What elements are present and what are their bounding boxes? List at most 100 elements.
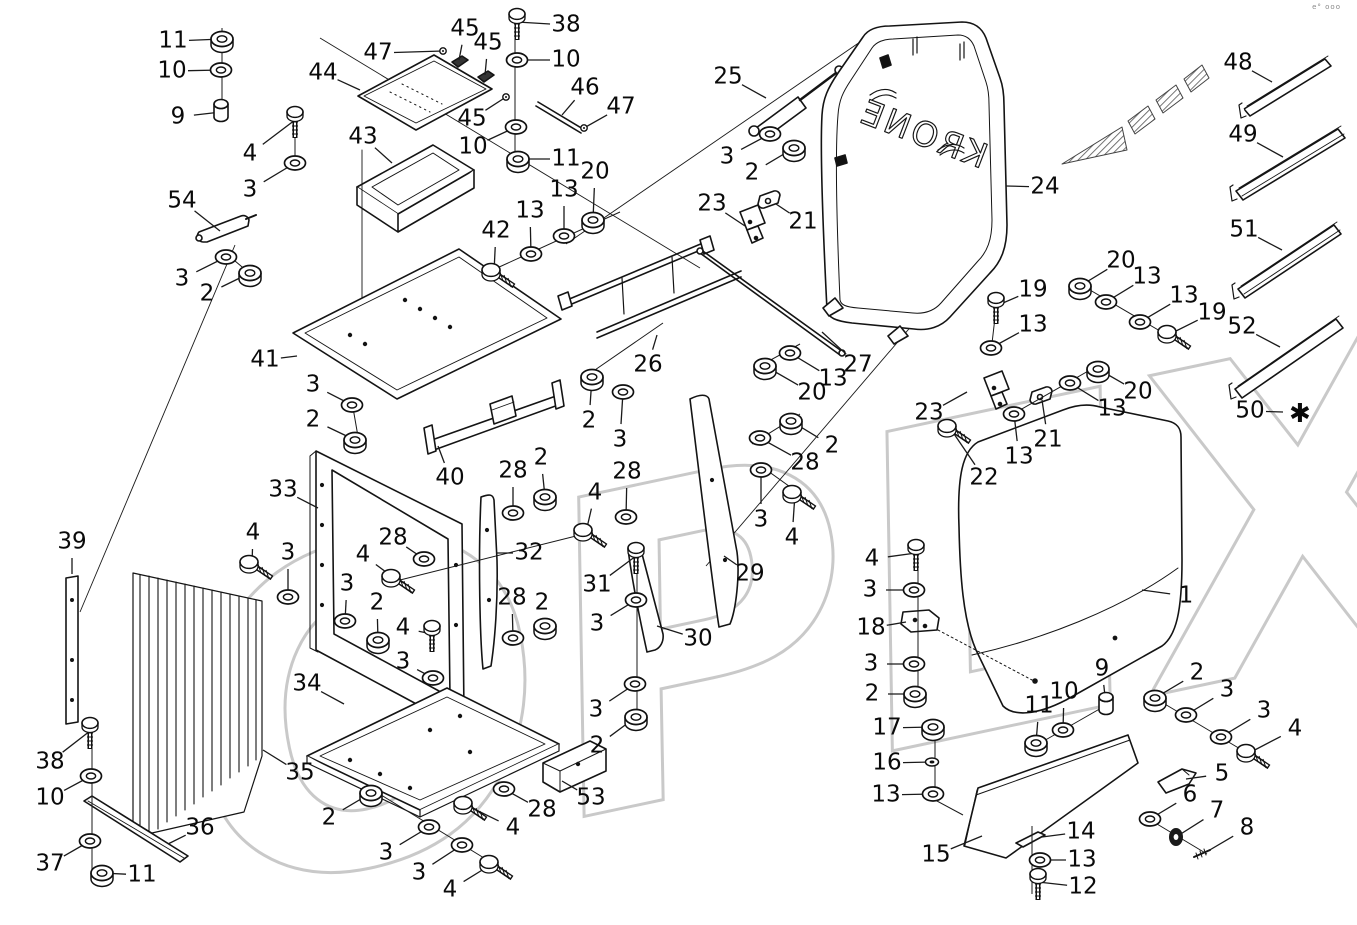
leader-line: [458, 44, 463, 61]
leader-line: [437, 445, 445, 464]
nut-glyph: [506, 150, 530, 174]
washer-glyph: [492, 781, 516, 797]
leader-line: [296, 496, 319, 509]
nut-glyph: [921, 718, 945, 742]
nut-glyph: [533, 488, 557, 512]
leader-line: [609, 555, 637, 576]
leader-line: [1251, 70, 1273, 83]
part-53-channel-bracket: [542, 740, 607, 793]
part-18-bracket: [900, 609, 1033, 681]
part-27-stay-rod: [696, 247, 846, 357]
washer-glyph: [450, 837, 474, 853]
washer-glyph: [778, 345, 802, 361]
leader-line: [651, 334, 658, 350]
leader-line: [656, 625, 683, 635]
part-23-brackets: [739, 204, 1010, 410]
trim-strip-48: [1238, 55, 1332, 119]
bush-glyph: [213, 98, 229, 123]
trim-strip-52: [1228, 315, 1344, 400]
washer-glyph: [519, 246, 543, 262]
leader-line: [194, 210, 221, 232]
leader-line: [1257, 236, 1283, 251]
leader-line: [942, 391, 968, 406]
part-36-lower-strip: [83, 795, 189, 863]
leader-line: [337, 79, 361, 91]
washer-glyph: [214, 249, 238, 265]
nut-glyph: [753, 357, 777, 381]
washer-glyph: [624, 592, 648, 608]
nut-glyph: [1086, 360, 1110, 384]
washer-glyph: [417, 819, 441, 835]
pin-glyph: [580, 124, 588, 132]
boltv-glyph: [82, 718, 98, 750]
washer-glyph: [611, 384, 635, 400]
nut-glyph: [1024, 734, 1048, 758]
washer-glyph: [501, 630, 525, 646]
part-41-top-panel: [292, 248, 562, 400]
washer-glyph: [623, 676, 647, 692]
leader-line: [886, 621, 907, 626]
part-1-side-panel: [957, 404, 1183, 714]
part-24-rear-panel: KRONE: [820, 21, 1008, 345]
leader-line: [393, 50, 444, 54]
washer-glyph: [1002, 406, 1026, 422]
nut-glyph: [343, 431, 367, 455]
bush-glyph: [1098, 691, 1114, 716]
part-35-grille: [132, 572, 263, 834]
nut-glyph: [782, 139, 806, 163]
leader-line: [262, 119, 296, 145]
grommet-glyph: [1169, 828, 1183, 846]
leader-line: [1256, 142, 1284, 158]
washer-glyph: [79, 768, 103, 784]
part-26-mount-frame: [557, 235, 742, 339]
leader-line: [484, 58, 488, 76]
nut-glyph: [533, 617, 557, 641]
nut-glyph: [903, 685, 927, 709]
nut-glyph: [779, 412, 803, 436]
washer-glyph: [1058, 375, 1082, 391]
washer-glyph: [1138, 811, 1162, 827]
leader-line: [1265, 410, 1284, 413]
leader-line: [280, 355, 298, 359]
leader-line: [583, 114, 608, 129]
leader-line: [821, 331, 847, 355]
leader-line: [1005, 185, 1030, 188]
leader-line: [950, 835, 983, 850]
washer-glyph: [333, 613, 357, 629]
washer-glyph: [979, 340, 1003, 356]
washer-glyph: [276, 589, 300, 605]
nut-glyph: [581, 211, 605, 235]
washer-glyph: [749, 462, 773, 478]
washer-glyph: [748, 430, 772, 446]
washer-glyph: [412, 551, 436, 567]
washer-glyph: [504, 119, 528, 135]
nut-glyph: [1068, 277, 1092, 301]
washer-glyph: [505, 52, 529, 68]
washer-glyph: [614, 509, 638, 525]
leader-line: [485, 96, 507, 111]
part-8-screw-tip: [1193, 848, 1211, 860]
part-43-tray: [356, 144, 475, 331]
nut-glyph: [210, 30, 234, 54]
leader-line: [262, 749, 287, 766]
asterisk-note: ✱: [1289, 399, 1311, 429]
nut-glyph: [238, 264, 262, 288]
trim-strip-51: [1231, 221, 1342, 300]
washer-glyph: [902, 656, 926, 672]
leader-line: [723, 555, 738, 566]
washer-glyph: [1028, 852, 1052, 868]
part-14-clip: [1015, 831, 1046, 848]
pin-glyph: [439, 47, 447, 55]
rivet-glyph: [924, 757, 940, 767]
washer-glyph: [421, 670, 445, 686]
leader-line: [320, 691, 345, 705]
washer-glyph: [1209, 729, 1233, 745]
washer-glyph: [78, 833, 102, 849]
washer-glyph: [552, 228, 576, 244]
washer-glyph: [1051, 722, 1075, 738]
leader-line: [1141, 589, 1171, 595]
part-15-lower-panel: [963, 734, 1139, 859]
leader-line: [561, 99, 576, 116]
